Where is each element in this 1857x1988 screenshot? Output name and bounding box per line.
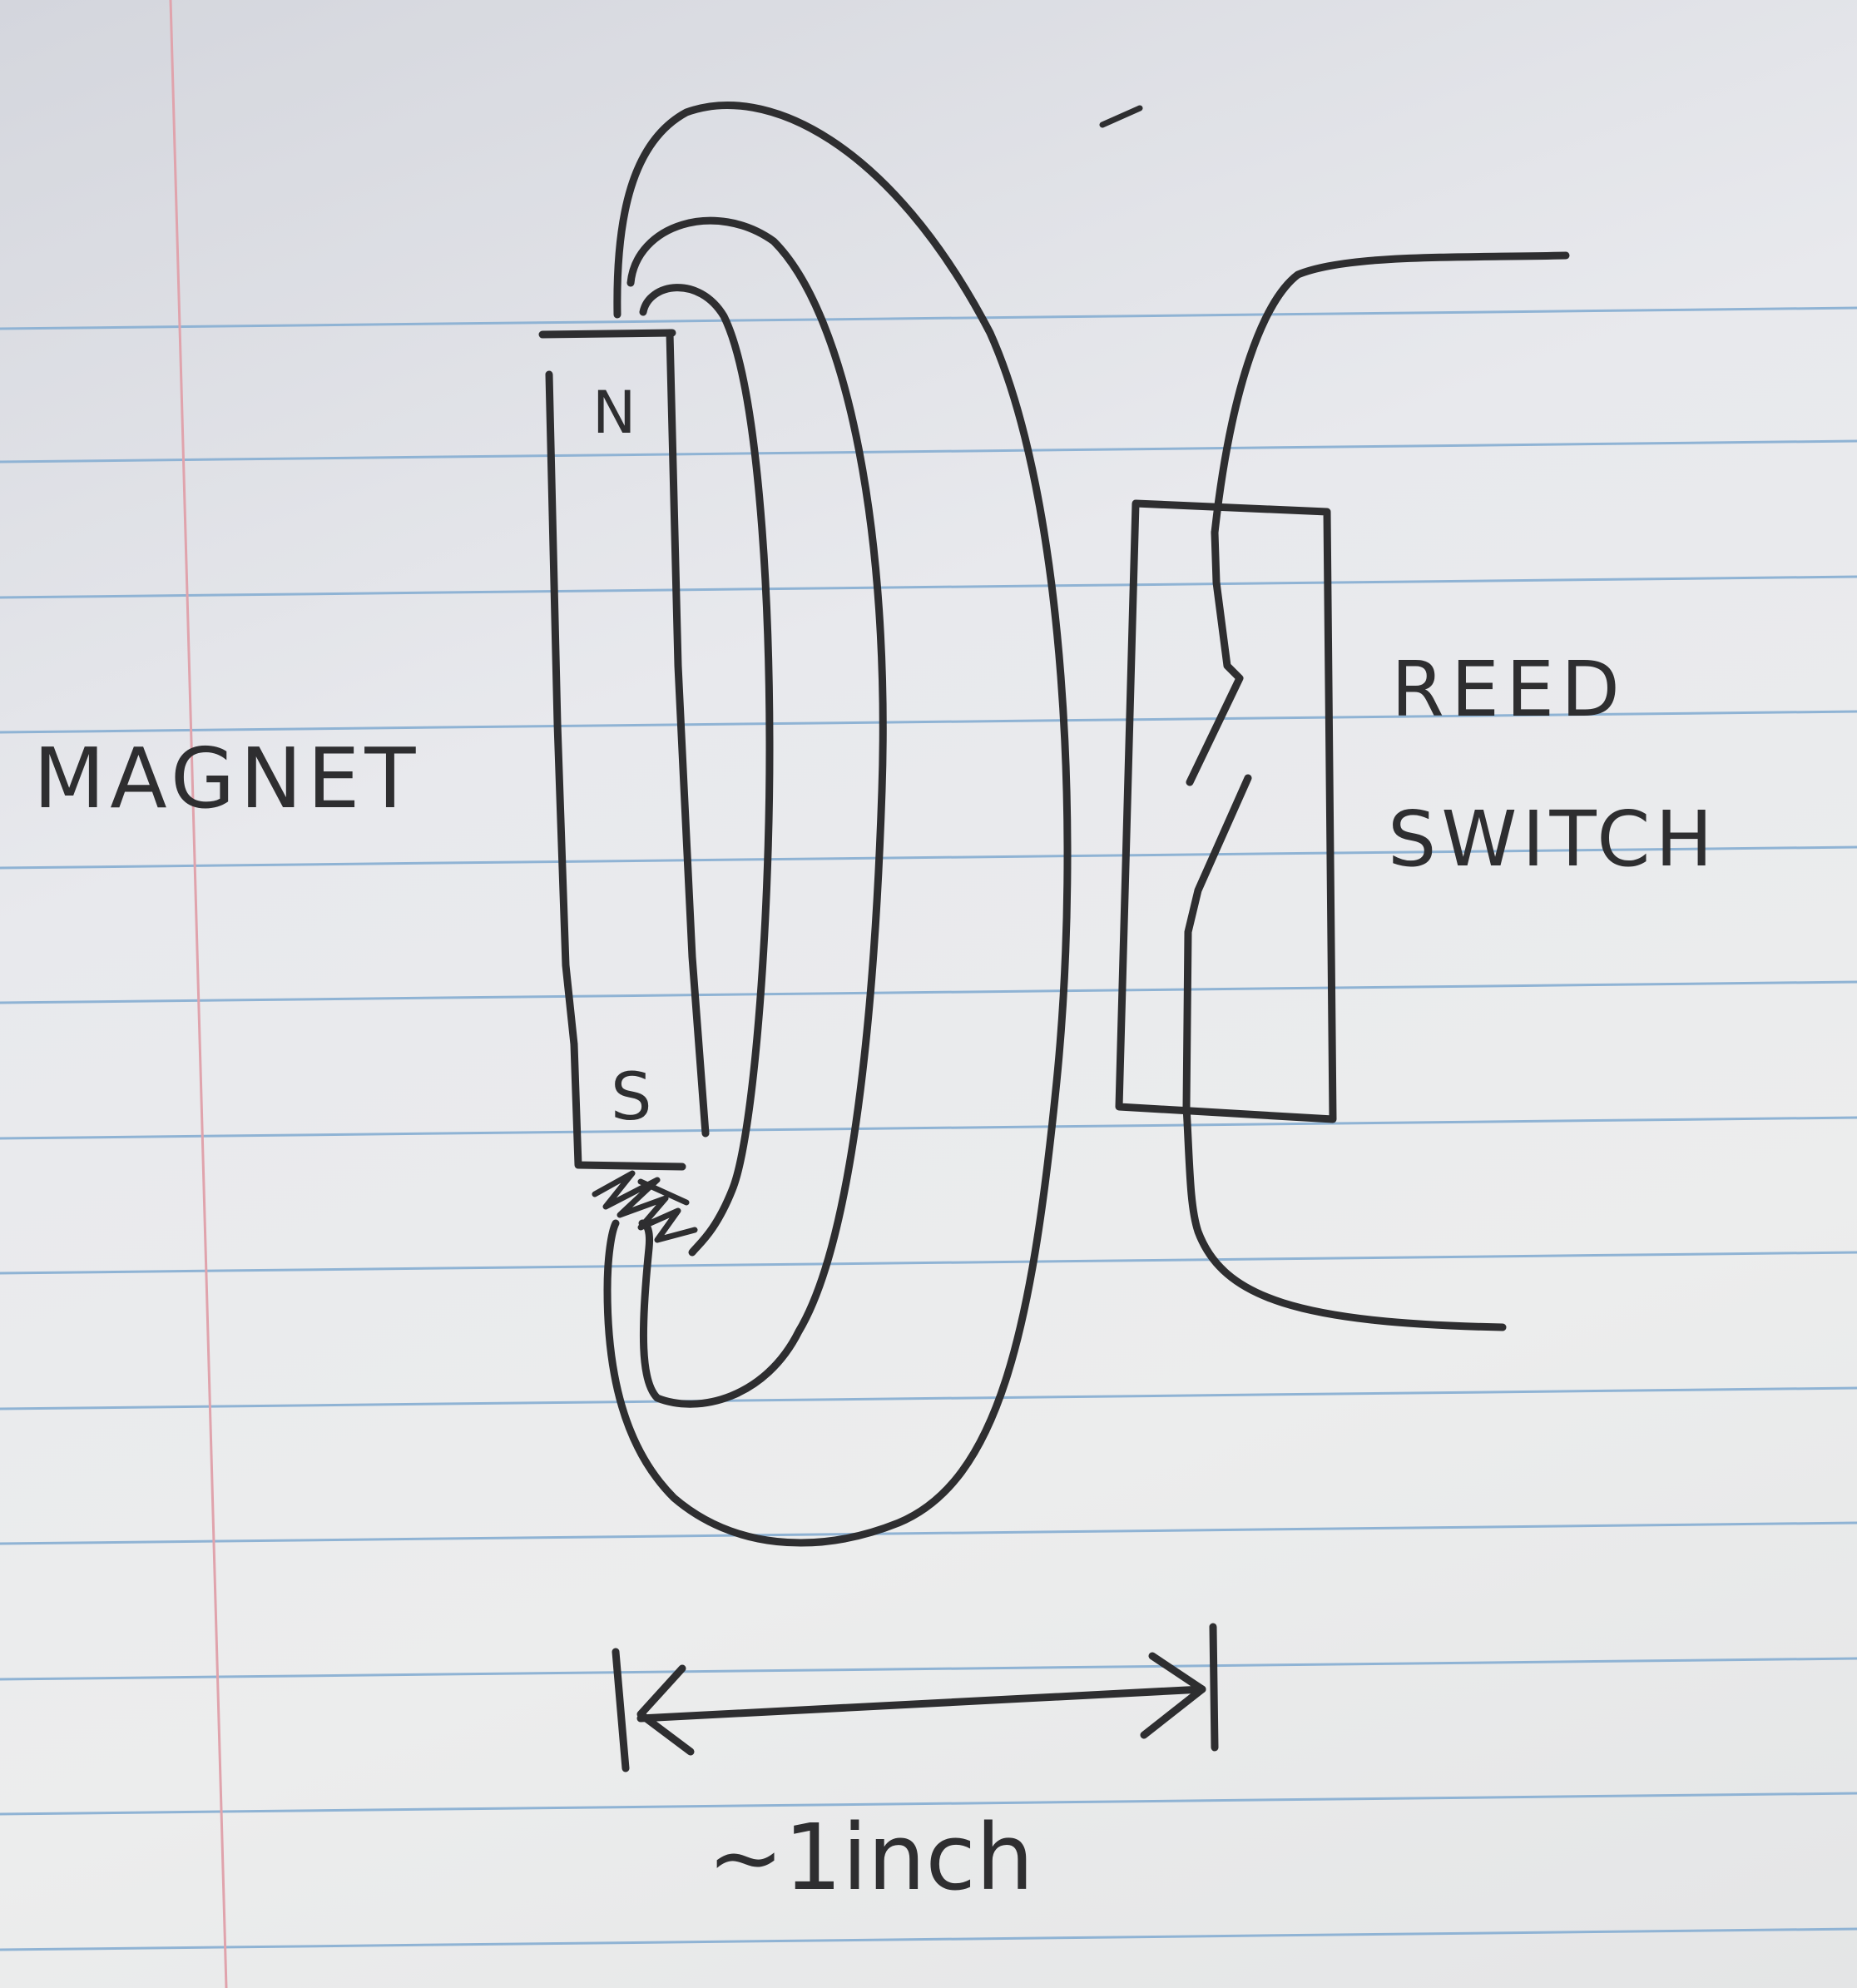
reed-label-line2: SWITCH — [1388, 795, 1718, 884]
reed-switch-lead-bottom — [1182, 1103, 1507, 1331]
reed-label-line1: REED — [1391, 645, 1627, 734]
magnet-bar — [538, 329, 710, 1171]
distance-arrow — [612, 1623, 1219, 1772]
field-line-inner — [639, 284, 774, 1257]
distance-label: ~1inch — [707, 1804, 1034, 1911]
field-lines — [603, 102, 1072, 1547]
south-pole-label: S — [611, 1060, 652, 1135]
reed-contact-upper — [1186, 528, 1244, 786]
field-line-outer — [603, 102, 1072, 1547]
ruled-lines — [0, 306, 1857, 1951]
stray-mark — [1099, 105, 1143, 128]
north-pole-label: N — [592, 379, 636, 447]
reed-contact-lower — [1182, 774, 1252, 1111]
reed-switch-lead-top — [1211, 251, 1570, 537]
field-line-middle — [626, 216, 887, 1408]
margin-line — [169, 0, 228, 1988]
reed-switch — [1115, 251, 1570, 1331]
magnet-label: MAGNET — [33, 730, 421, 827]
south-pole-scribble — [592, 1170, 698, 1243]
